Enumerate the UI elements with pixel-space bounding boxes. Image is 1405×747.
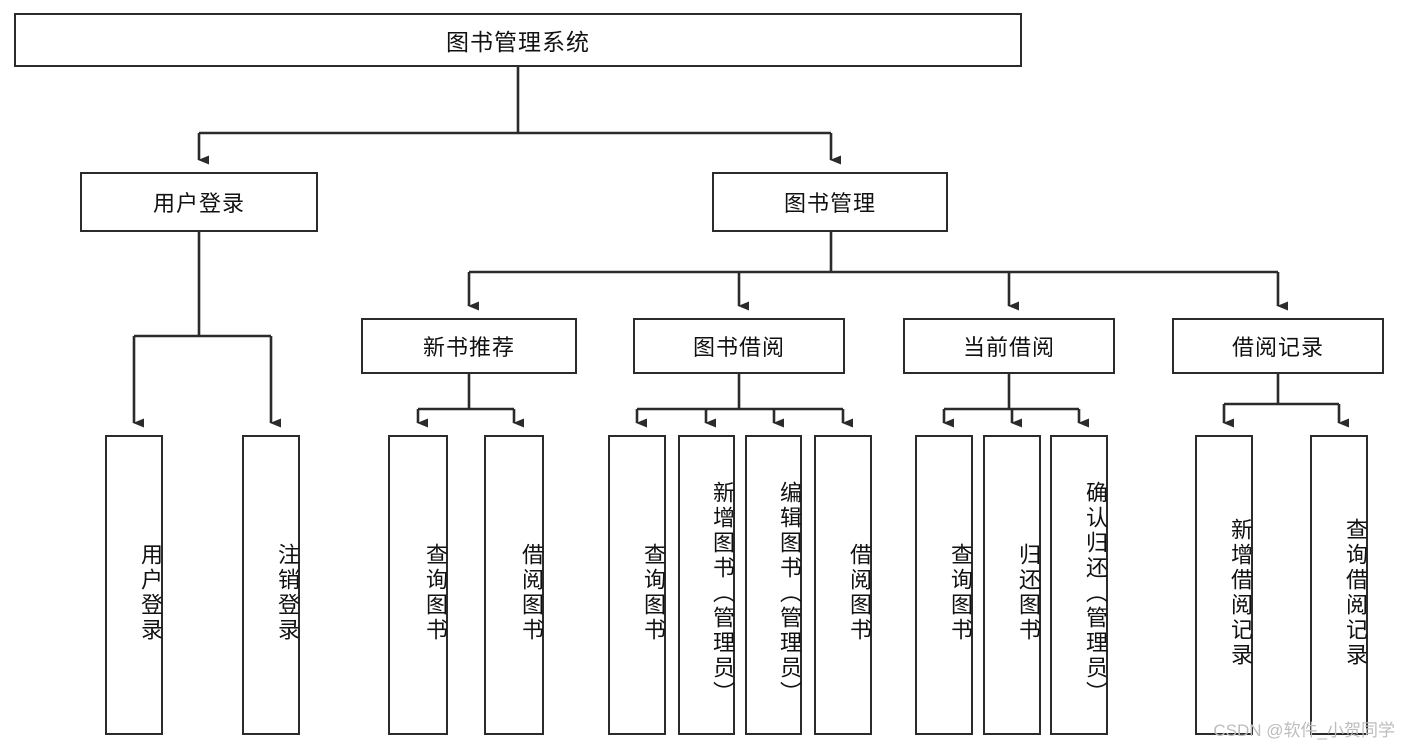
- leaf-logout[interactable]: 注销登录: [242, 435, 300, 735]
- leaf-edit-book-admin[interactable]: 编辑图书（管理员）: [745, 435, 802, 735]
- leaf-add-book-admin[interactable]: 新增图书（管理员）: [678, 435, 735, 735]
- node-label: 当前借阅: [962, 335, 1055, 360]
- leaf-query-book-borrow[interactable]: 查询图书: [608, 435, 666, 735]
- node-label: 归还图书: [1016, 543, 1041, 643]
- node-current-borrow[interactable]: 当前借阅: [903, 318, 1115, 374]
- node-label: 新增借阅记录: [1228, 518, 1253, 668]
- node-label: 查询图书: [423, 543, 448, 643]
- node-label: 用户登录: [152, 191, 245, 216]
- node-label: 图书借阅: [692, 335, 785, 360]
- node-new-book-recommend[interactable]: 新书推荐: [361, 318, 577, 374]
- node-label: 编辑图书（管理员）: [777, 480, 802, 706]
- leaf-query-borrow-record[interactable]: 查询借阅记录: [1310, 435, 1368, 735]
- leaf-confirm-return-admin[interactable]: 确认归还（管理员）: [1050, 435, 1108, 735]
- node-label: 确认归还（管理员）: [1083, 480, 1108, 706]
- node-book-borrow[interactable]: 图书借阅: [633, 318, 845, 374]
- node-label: 借阅记录: [1231, 335, 1324, 360]
- csdn-watermark: CSDN @软件_小贺同学: [1213, 721, 1395, 740]
- leaf-user-login[interactable]: 用户登录: [105, 435, 163, 735]
- node-borrow-records[interactable]: 借阅记录: [1172, 318, 1384, 374]
- node-user-login[interactable]: 用户登录: [80, 172, 318, 232]
- node-label: 查询图书: [948, 543, 973, 643]
- node-label: 新增图书（管理员）: [710, 480, 735, 706]
- node-label: 借阅图书: [847, 543, 872, 643]
- leaf-query-book-current[interactable]: 查询图书: [915, 435, 973, 735]
- node-label: 注销登录: [275, 543, 300, 643]
- node-label: 新书推荐: [422, 335, 515, 360]
- node-label: 查询图书: [641, 543, 666, 643]
- node-root-system[interactable]: 图书管理系统: [14, 13, 1022, 67]
- leaf-query-book-newbook[interactable]: 查询图书: [388, 435, 448, 735]
- node-label: 借阅图书: [519, 543, 544, 643]
- leaf-add-borrow-record[interactable]: 新增借阅记录: [1195, 435, 1253, 735]
- leaf-borrow-book-newbook[interactable]: 借阅图书: [484, 435, 544, 735]
- node-label: 图书管理系统: [446, 29, 590, 55]
- node-label: 查询借阅记录: [1343, 518, 1368, 668]
- node-label: 用户登录: [138, 543, 163, 643]
- leaf-return-book[interactable]: 归还图书: [983, 435, 1041, 735]
- node-label: 图书管理: [783, 191, 876, 216]
- node-book-management[interactable]: 图书管理: [712, 172, 948, 232]
- leaf-borrow-book[interactable]: 借阅图书: [814, 435, 872, 735]
